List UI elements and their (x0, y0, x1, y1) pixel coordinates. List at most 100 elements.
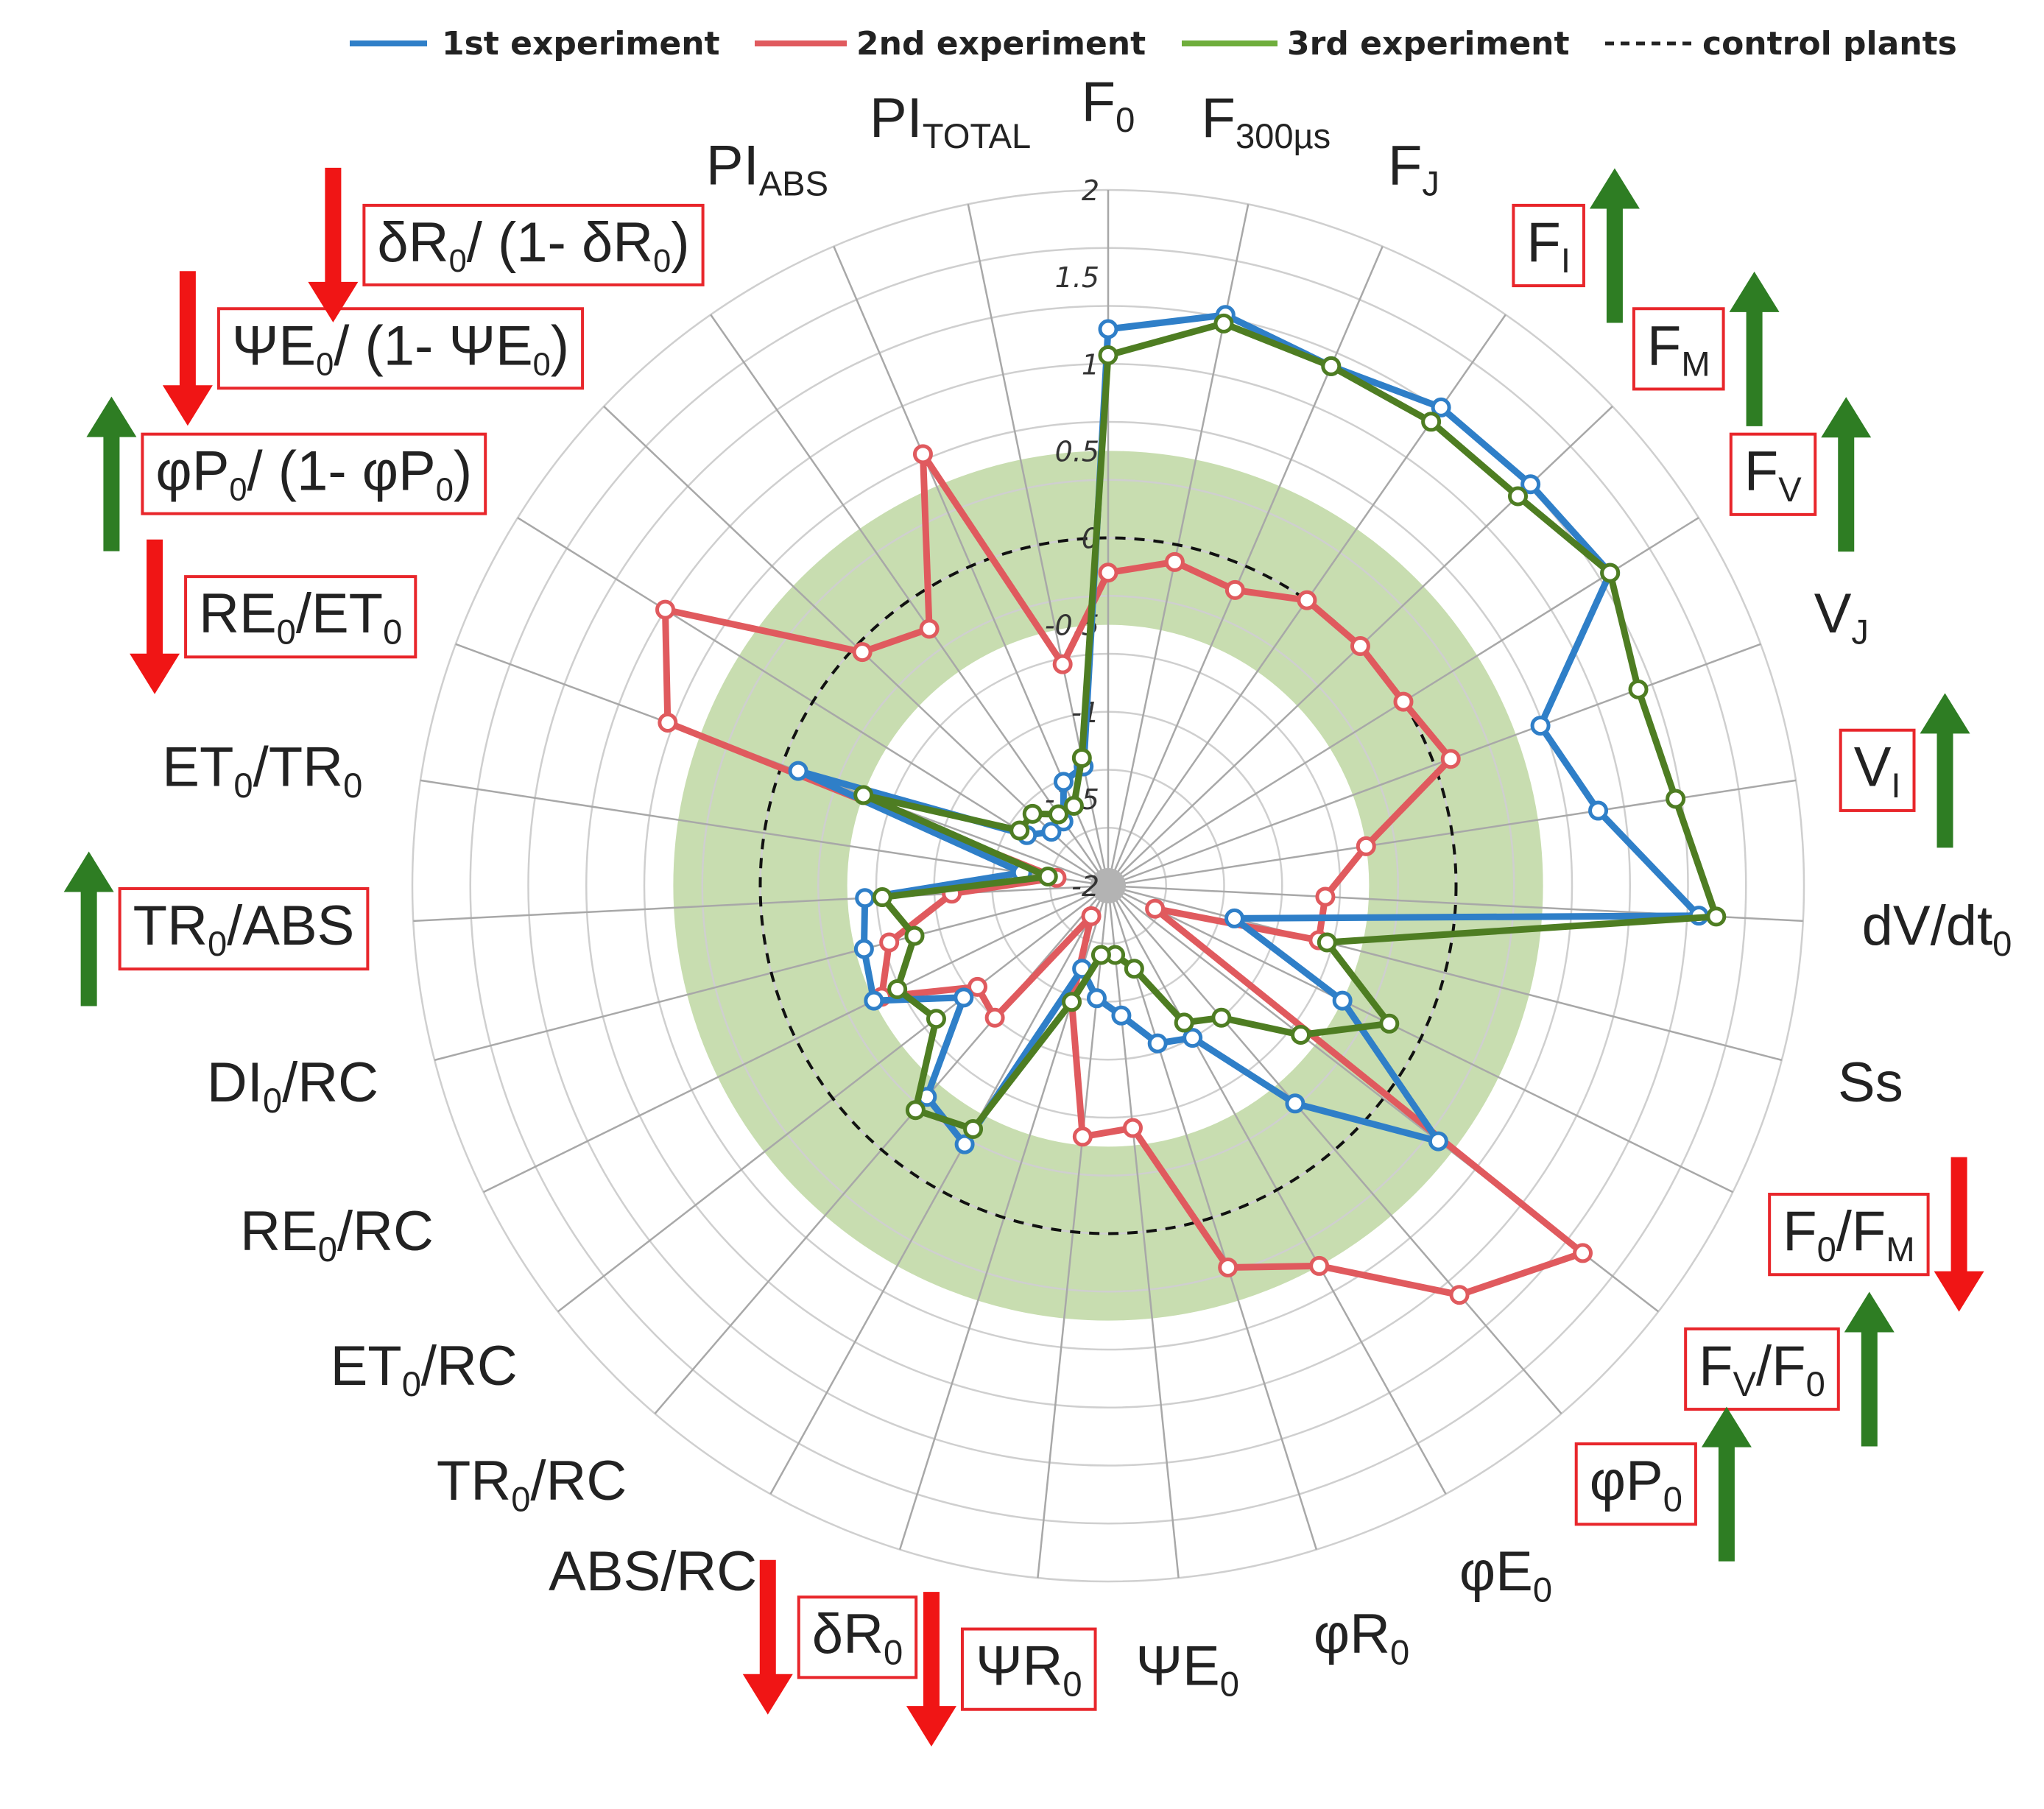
data-point (1440, 749, 1461, 769)
axis-label-subscript: 0 (229, 473, 247, 508)
axis-label: dV/dt0​ (1862, 895, 2012, 963)
axis-label-text: δR (812, 1603, 884, 1665)
arrow-down-icon (1934, 1157, 1984, 1312)
highlight-box (216, 307, 585, 390)
data-point (1588, 800, 1609, 821)
spoke (1107, 643, 1761, 887)
axis-label-text: / (1- δR (467, 211, 653, 274)
r-tick-label: 2 (1082, 174, 1099, 207)
arrow-down-icon (162, 271, 213, 426)
highlight-box (141, 432, 487, 515)
axis-label-subscript: 0 (653, 244, 671, 279)
data-point (1174, 1012, 1194, 1033)
axis-label-subscript: 0 (511, 1479, 530, 1518)
data-point (788, 761, 808, 781)
r-tick-label: -2 (1071, 870, 1099, 903)
highlight-box (797, 1595, 918, 1679)
axis-label: PITOTAL​ (870, 87, 1031, 155)
data-point (1052, 654, 1073, 674)
highlight-box (362, 203, 705, 286)
axis-label-subscript: J (1422, 164, 1439, 203)
axis-label-subscript: 300µs (1236, 116, 1331, 155)
axis-label-text: F (1082, 71, 1116, 133)
arrow-up-icon (1701, 1406, 1752, 1562)
legend-label-exp1: 1st experiment (442, 25, 720, 63)
data-point (1332, 990, 1353, 1011)
axis-label-subscript: 0 (1817, 1230, 1836, 1269)
data-point (1211, 1007, 1232, 1028)
legend: 1st experiment 2nd experiment 3rd experi… (350, 25, 1957, 63)
axis-label: Ss (1838, 1051, 1903, 1114)
axis-label-text: PI (706, 134, 759, 197)
axis-label-subscript: 0 (436, 473, 454, 508)
axis-label-text: φE (1459, 1540, 1533, 1603)
data-point (1291, 1024, 1311, 1045)
highlight-box (1729, 432, 1817, 516)
axis-label: TR0​/ABS (133, 895, 355, 963)
data-point (954, 1134, 975, 1154)
arrow-up-icon (1920, 693, 1970, 848)
axis-label-subscript: I (1561, 241, 1571, 280)
axis-label: PIABS​ (706, 134, 828, 202)
axis-label-text: F (1202, 87, 1236, 149)
data-point (1090, 945, 1111, 965)
data-point (984, 1007, 1005, 1028)
axis-label-text: V (1854, 736, 1892, 799)
data-point (1098, 345, 1118, 365)
spoke (710, 314, 1110, 886)
axis-label-text: /RC (282, 1051, 378, 1114)
axis-label-text: ABS/RC (549, 1540, 757, 1603)
axis-label-text: /ABS (227, 895, 354, 957)
axis-label-subscript: 0 (449, 244, 467, 279)
data-point (1285, 1093, 1305, 1114)
data-point (1309, 1255, 1330, 1276)
axis-label: δR0​ (812, 1603, 903, 1671)
spoke (1107, 885, 1180, 1579)
data-point (919, 618, 940, 639)
data-point (1053, 772, 1074, 792)
axis-label-text: F (1783, 1200, 1816, 1263)
highlight-box (118, 886, 370, 971)
legend-label-exp2: 2nd experiment (856, 25, 1146, 63)
axis-label-subscript: 0 (318, 1230, 337, 1269)
axis-label-text: F (1647, 314, 1681, 377)
axis-label: RE0​/RC (240, 1200, 434, 1269)
axis-label-subscript: 0 (233, 766, 253, 805)
data-point (963, 1119, 984, 1140)
axis-label-text: ΨR (976, 1635, 1062, 1698)
axis-label: ET0​/TR0​ (162, 736, 362, 805)
data-point (1508, 486, 1529, 507)
data-point (1666, 789, 1686, 809)
axis-label-text: TR (133, 895, 208, 957)
axis-labels: F0​F300µs​FJ​FI​FM​FV​VJ​VI​dV/dt0​SsF0​… (118, 71, 2012, 1711)
axis-label-subscript: 0 (208, 924, 227, 963)
axis-label: F0​ (1082, 71, 1135, 139)
axis-label-text: /TR (253, 736, 343, 799)
highlight-box (1512, 203, 1585, 288)
data-point (1421, 412, 1442, 432)
axis-label-text: /F (1756, 1335, 1806, 1397)
axis-label-text: δR (377, 211, 448, 274)
data-point (1061, 992, 1082, 1012)
data-point (968, 976, 988, 997)
axis-label-subscript: 0 (1390, 1632, 1409, 1671)
axis-label: F0​/FM​ (1783, 1200, 1914, 1269)
axis-label-text: / (1- φP (247, 440, 436, 503)
axis-label-text: ΨE (1136, 1635, 1220, 1698)
axis-label-text: / (1- ΨE (334, 314, 532, 377)
axis-label: FJ​ (1388, 134, 1439, 202)
r-tick-label: 0.5 (1055, 435, 1099, 468)
legend-label-control: control plants (1702, 25, 1957, 63)
axis-label-subscript: 0 (316, 347, 334, 382)
highlight-box (1839, 728, 1916, 812)
axis-label-subscript: 0 (1992, 924, 2012, 963)
axis-label-text: /RC (421, 1335, 518, 1397)
axis-label: ΨR0​ (976, 1635, 1082, 1704)
axis-label: F300µs​ (1202, 87, 1331, 155)
axis-label: ABS/RC (549, 1540, 757, 1603)
spoke (1107, 884, 1783, 1062)
trend-arrows (63, 167, 1984, 1747)
axis-label-subscript: V (1733, 1364, 1757, 1403)
data-point (1530, 716, 1551, 736)
axis-label-subscript: 0 (884, 1632, 903, 1671)
